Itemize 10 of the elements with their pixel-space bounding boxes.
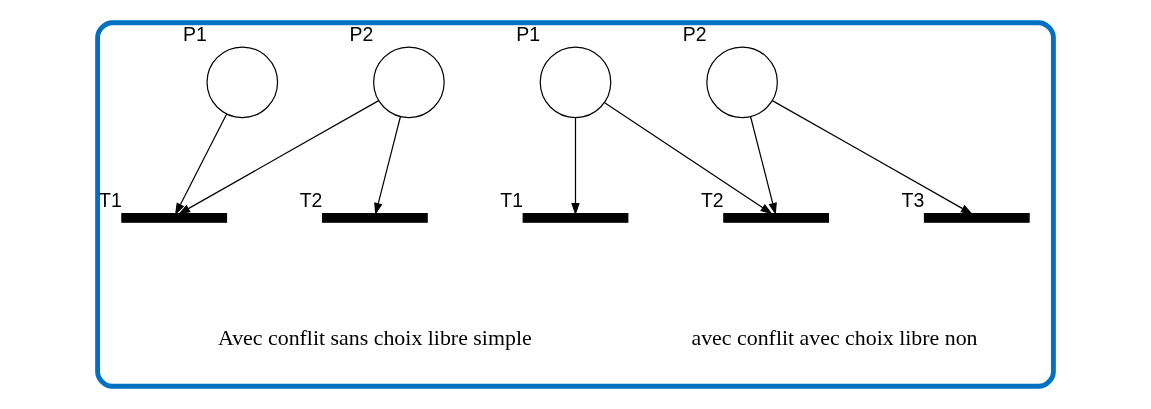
node-label: P1: [516, 22, 540, 45]
node-label: T1: [500, 189, 523, 212]
node-label: T3: [901, 189, 925, 212]
node-label: T2: [700, 189, 724, 212]
node-label: P2: [349, 22, 374, 45]
node-label: P1: [182, 22, 207, 45]
label: Avec conflit sans choix libre simple: [218, 326, 532, 351]
label: avec conflit avec choix libre non: [691, 326, 978, 351]
node-label: T2: [299, 189, 323, 212]
node-label: P2: [682, 22, 707, 45]
